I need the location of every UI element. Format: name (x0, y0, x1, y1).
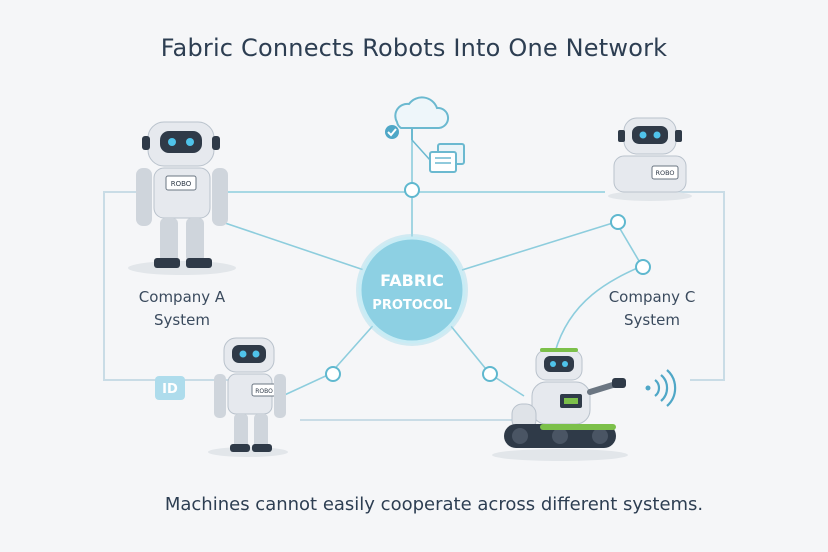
node-bottom-right (482, 366, 498, 382)
hub-label-line1: FABRIC (380, 271, 444, 290)
diagram-title: Fabric Connects Robots Into One Network (160, 34, 668, 62)
robot-bottom-left-tag: ROBO (255, 388, 273, 395)
robot-top-right: ROBO (608, 117, 692, 201)
id-badge-icon: ID (155, 376, 185, 400)
wireless-signal-icon (645, 369, 677, 407)
company-a-label-line1: Company A (138, 288, 226, 306)
fabric-protocol-hub: FABRIC PROTOCOL (356, 234, 468, 346)
network-boundary (103, 191, 725, 421)
company-c-label-line2: System (624, 311, 680, 329)
checkmark-icon (385, 125, 399, 139)
diagram-caption: Machines cannot easily cooperate across … (164, 494, 704, 515)
robot-a-tag: ROBO (171, 180, 192, 188)
company-a-label-line2: System (154, 311, 210, 329)
company-a-label: Company A System (102, 286, 262, 332)
company-c-label-line1: Company C (608, 288, 696, 306)
robot-top-right-tag: ROBO (655, 169, 674, 177)
robot-wheeled (492, 348, 628, 461)
hub-label-line2: PROTOCOL (372, 298, 451, 313)
node-right-upper (610, 214, 626, 230)
cloud-icon (394, 96, 449, 140)
connector-nodes (325, 182, 651, 382)
connection-lines (212, 130, 643, 399)
id-badge-text: ID (162, 382, 178, 397)
company-c-label: Company C System (572, 286, 732, 332)
node-bottom-left (325, 366, 341, 382)
node-top (404, 182, 420, 198)
robot-bottom-left: ROBO (208, 337, 288, 457)
robot-company-a: ROBO (128, 121, 236, 275)
documents-icon (411, 139, 465, 173)
node-right-lower (635, 259, 651, 275)
